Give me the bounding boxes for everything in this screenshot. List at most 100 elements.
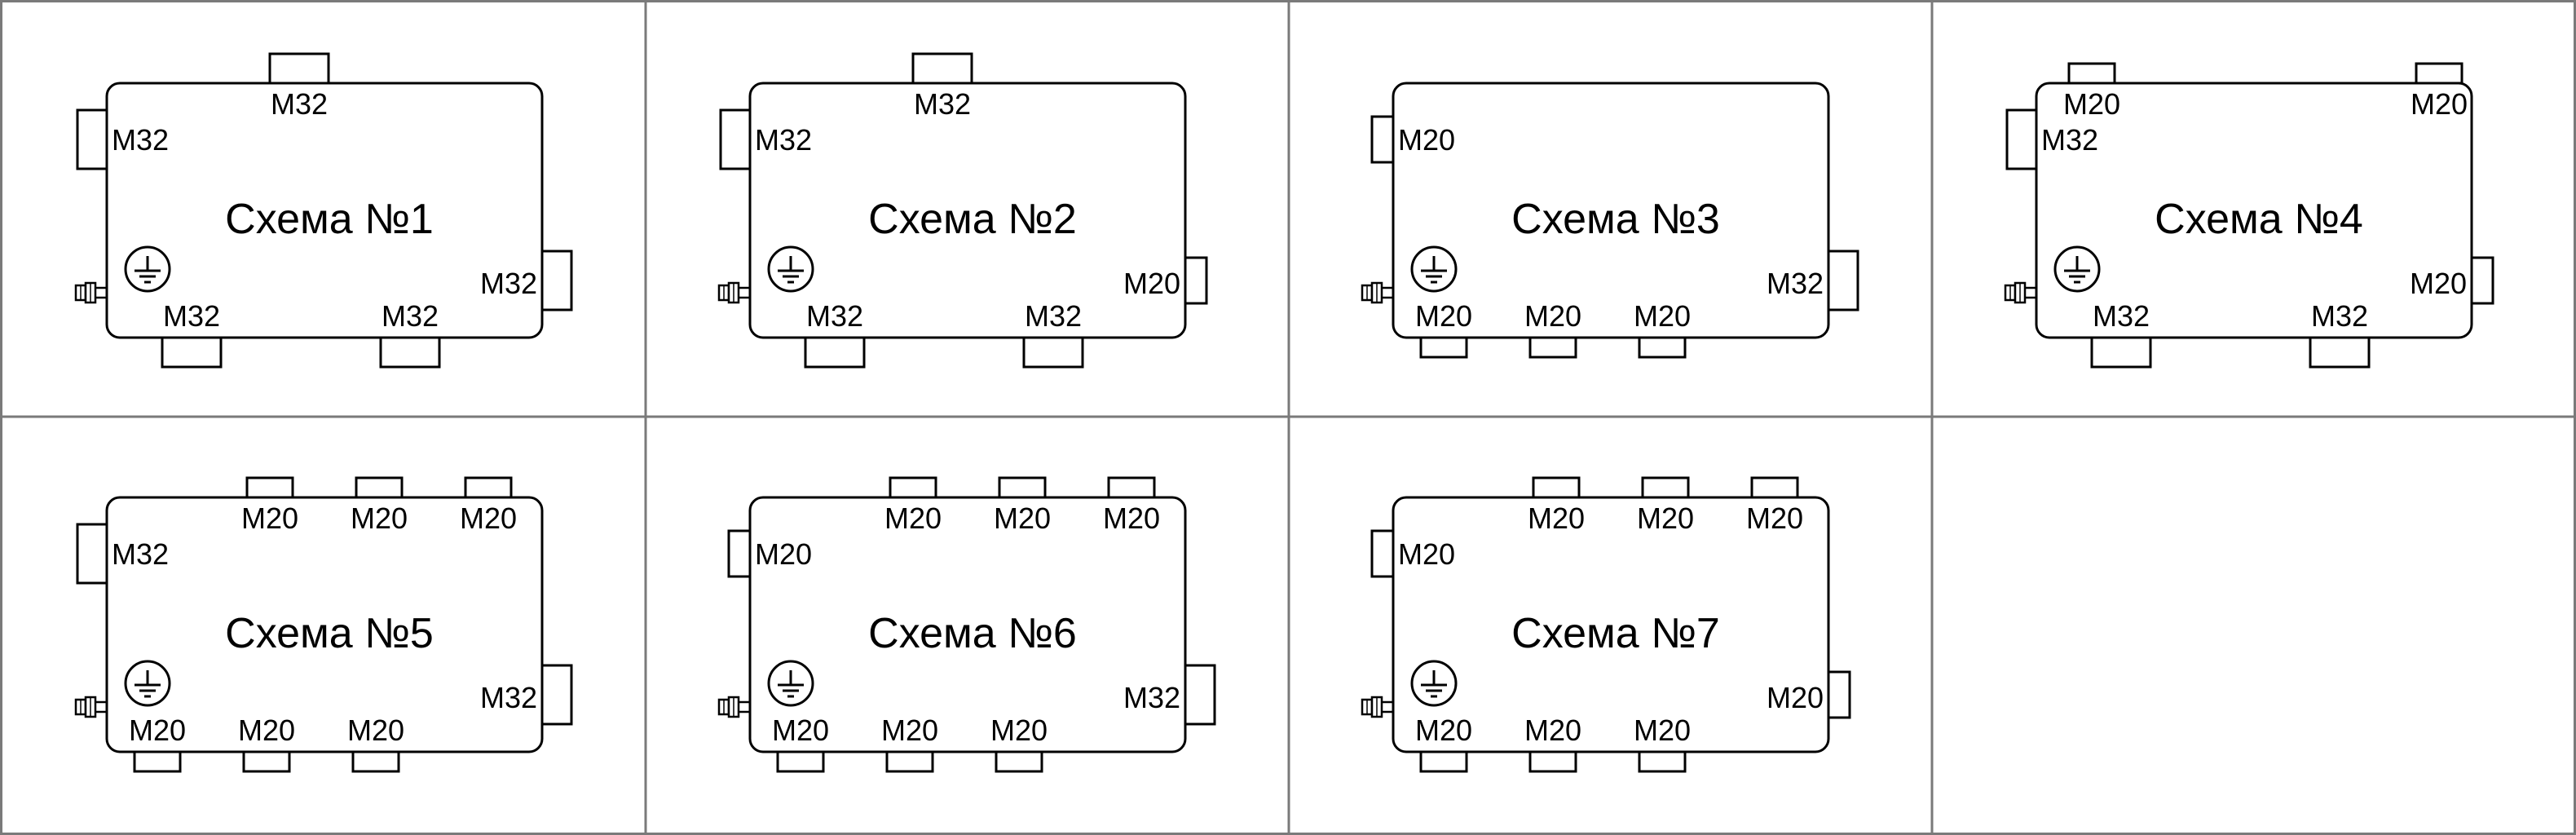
bottom-entry-label: M20 bbox=[1634, 299, 1691, 333]
left-entry-label: M32 bbox=[755, 123, 812, 157]
bottom-cable-entry bbox=[351, 750, 400, 773]
bottom-entry-label: M32 bbox=[2093, 299, 2150, 333]
bottom-cable-entry bbox=[1528, 336, 1577, 359]
ground-icon bbox=[124, 660, 171, 707]
ground-circle bbox=[124, 245, 171, 293]
top-entry-label: M32 bbox=[271, 87, 328, 121]
scheme-title: Схема №1 bbox=[225, 196, 434, 243]
bottom-entry-label: M20 bbox=[990, 714, 1048, 747]
bottom-entry-label: M20 bbox=[129, 714, 186, 747]
right-entry-label: M32 bbox=[1767, 267, 1824, 300]
top-entry-label: M20 bbox=[884, 501, 942, 535]
top-cable-entry bbox=[464, 476, 513, 499]
ground-circle bbox=[767, 660, 814, 707]
ground-icon bbox=[2053, 245, 2101, 293]
top-cable-entry bbox=[2415, 62, 2464, 85]
right-cable-entry bbox=[1827, 250, 1859, 311]
top-entry-label: M20 bbox=[351, 501, 408, 535]
bottom-entry-label: M32 bbox=[2311, 299, 2368, 333]
left-entry-label: M32 bbox=[112, 537, 169, 571]
bottom-entry-label: M20 bbox=[772, 714, 829, 747]
bottom-cable-entry bbox=[1022, 336, 1084, 369]
bottom-entry-label: M20 bbox=[1415, 299, 1472, 333]
cable-gland-icon bbox=[2004, 281, 2036, 304]
bottom-entry-label: M32 bbox=[382, 299, 439, 333]
top-entry-label: M20 bbox=[2411, 87, 2468, 121]
left-entry-label: M20 bbox=[1398, 123, 1455, 157]
ground-icon bbox=[767, 245, 814, 293]
top-cable-entry bbox=[2067, 62, 2116, 85]
top-entry-label: M20 bbox=[2063, 87, 2120, 121]
cable-gland-icon bbox=[1361, 281, 1393, 304]
enclosure-box bbox=[2035, 82, 2473, 339]
bottom-entry-label: M32 bbox=[163, 299, 220, 333]
ground-circle bbox=[1410, 660, 1458, 707]
left-cable-entry bbox=[1370, 115, 1395, 164]
bottom-entry-label: M20 bbox=[347, 714, 404, 747]
ground-icon bbox=[1410, 245, 1458, 293]
cable-gland-icon bbox=[74, 696, 107, 718]
left-cable-entry bbox=[719, 108, 752, 170]
top-entry-label: M32 bbox=[914, 87, 971, 121]
scheme-title: Схема №7 bbox=[1511, 610, 1720, 657]
top-cable-entry bbox=[1532, 476, 1581, 499]
bottom-cable-entry bbox=[776, 750, 825, 773]
left-cable-entry bbox=[2005, 108, 2038, 170]
ground-circle bbox=[1410, 245, 1458, 293]
cable-gland-icon bbox=[717, 281, 750, 304]
right-entry-label: M20 bbox=[1767, 681, 1824, 714]
left-cable-entry bbox=[1370, 529, 1395, 578]
top-cable-entry bbox=[1641, 476, 1690, 499]
right-cable-entry bbox=[540, 664, 573, 726]
enclosure-box bbox=[1392, 82, 1830, 339]
bottom-entry-label: M32 bbox=[806, 299, 863, 333]
left-entry-label: M20 bbox=[755, 537, 812, 571]
top-cable-entry bbox=[911, 52, 973, 85]
enclosure-box bbox=[105, 496, 544, 753]
cable-gland-icon bbox=[74, 281, 107, 304]
ground-circle bbox=[2053, 245, 2101, 293]
enclosure-box bbox=[748, 496, 1187, 753]
right-cable-entry bbox=[540, 250, 573, 311]
right-entry-label: M32 bbox=[480, 681, 537, 714]
bottom-entry-label: M20 bbox=[1524, 299, 1581, 333]
top-cable-entry bbox=[1107, 476, 1156, 499]
bottom-entry-label: M20 bbox=[1415, 714, 1472, 747]
left-entry-label: M32 bbox=[2041, 123, 2098, 157]
left-entry-label: M32 bbox=[112, 123, 169, 157]
top-entry-label: M20 bbox=[994, 501, 1051, 535]
bottom-entry-label: M32 bbox=[1025, 299, 1082, 333]
top-entry-label: M20 bbox=[460, 501, 517, 535]
scheme-title: Схема №4 bbox=[2155, 196, 2363, 243]
cable-gland-icon bbox=[717, 696, 750, 718]
ground-icon bbox=[1410, 660, 1458, 707]
bottom-cable-entry bbox=[161, 336, 223, 369]
top-cable-entry bbox=[1750, 476, 1799, 499]
right-entry-label: M20 bbox=[1123, 267, 1180, 300]
ground-icon bbox=[767, 660, 814, 707]
top-entry-label: M20 bbox=[1528, 501, 1585, 535]
scheme-title: Схема №5 bbox=[225, 610, 434, 657]
right-entry-label: M20 bbox=[2410, 267, 2467, 300]
bottom-cable-entry bbox=[1419, 750, 1468, 773]
right-cable-entry bbox=[1184, 664, 1216, 726]
enclosure-box bbox=[1392, 496, 1830, 753]
bottom-cable-entry bbox=[1638, 750, 1687, 773]
bottom-cable-entry bbox=[2090, 336, 2152, 369]
top-entry-label: M20 bbox=[1637, 501, 1694, 535]
bottom-cable-entry bbox=[885, 750, 934, 773]
bottom-entry-label: M20 bbox=[1524, 714, 1581, 747]
bottom-cable-entry bbox=[995, 750, 1043, 773]
right-entry-label: M32 bbox=[480, 267, 537, 300]
top-cable-entry bbox=[998, 476, 1047, 499]
bottom-entry-label: M20 bbox=[881, 714, 938, 747]
scheme-title: Схема №6 bbox=[868, 610, 1077, 657]
bottom-entry-label: M20 bbox=[238, 714, 295, 747]
